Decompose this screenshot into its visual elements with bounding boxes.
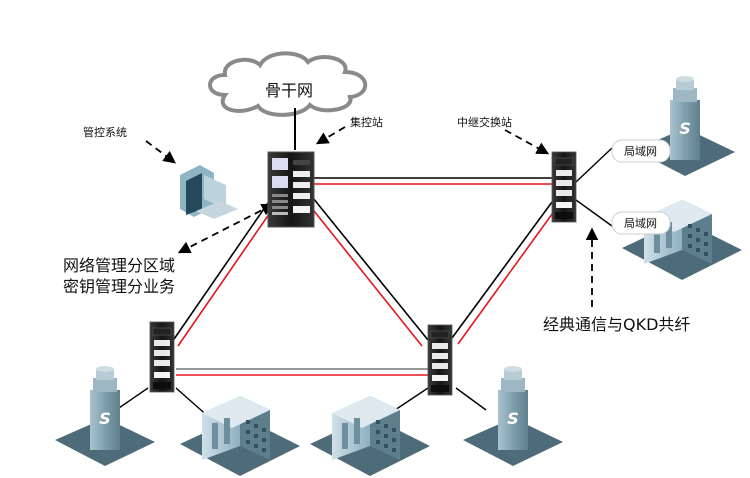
link-relay-lan-bottom — [575, 199, 613, 227]
relay-station-server-rack-icon[interactable] — [551, 151, 577, 223]
site-bc-office-tower-icon — [463, 366, 563, 466]
shared-fiber-annotation: 经典通信与QKD共纤 — [543, 315, 691, 334]
arrow-relay-station — [504, 129, 550, 155]
link-relay-bc-quantum — [457, 209, 556, 345]
central-station-label: 集控站 — [350, 116, 383, 129]
link-bl-tower — [115, 387, 149, 411]
link-bc-building — [394, 387, 429, 411]
control-system-label: 管控系统 — [83, 126, 127, 139]
link-relay-bc-classical — [451, 201, 553, 339]
site-bl-office-tower-icon — [55, 366, 155, 466]
lan-top-cloud-icon — [611, 139, 671, 163]
zone-mgmt-line1: 网络管理分区域 — [63, 256, 176, 275]
link-bc-tower — [455, 387, 487, 411]
computer-icon — [180, 165, 238, 219]
link-central-bc-classical — [312, 197, 429, 341]
fiber-links — [171, 177, 556, 376]
arrow-control-system — [145, 140, 177, 164]
lan-bottom-cloud-icon — [611, 211, 671, 235]
link-central-bl-classical — [171, 199, 271, 343]
link-central-bl-quantum — [177, 203, 277, 347]
backbone-cloud-icon — [208, 51, 368, 117]
central-station-server-rack-icon[interactable] — [267, 151, 315, 228]
bottom-center-node-server-rack-icon[interactable] — [427, 324, 453, 396]
link-central-bc-quantum — [309, 205, 423, 347]
relay-station-label: 中继交换站 — [457, 116, 512, 129]
arrow-central-station — [315, 126, 346, 145]
site-bc-office-building-icon — [310, 396, 430, 476]
arrow-zone-management — [177, 203, 275, 254]
bottom-left-node-server-rack-icon[interactable] — [149, 321, 175, 393]
link-relay-lan-top — [575, 147, 613, 183]
backbone-label: 骨干网 — [265, 81, 314, 100]
zone-management-annotation: 网络管理分区域 密钥管理分业务 — [63, 255, 175, 297]
lan-top-label: 局域网 — [624, 145, 657, 158]
zone-mgmt-line2: 密钥管理分业务 — [63, 277, 176, 296]
lan-bottom-label: 局域网 — [624, 217, 657, 230]
